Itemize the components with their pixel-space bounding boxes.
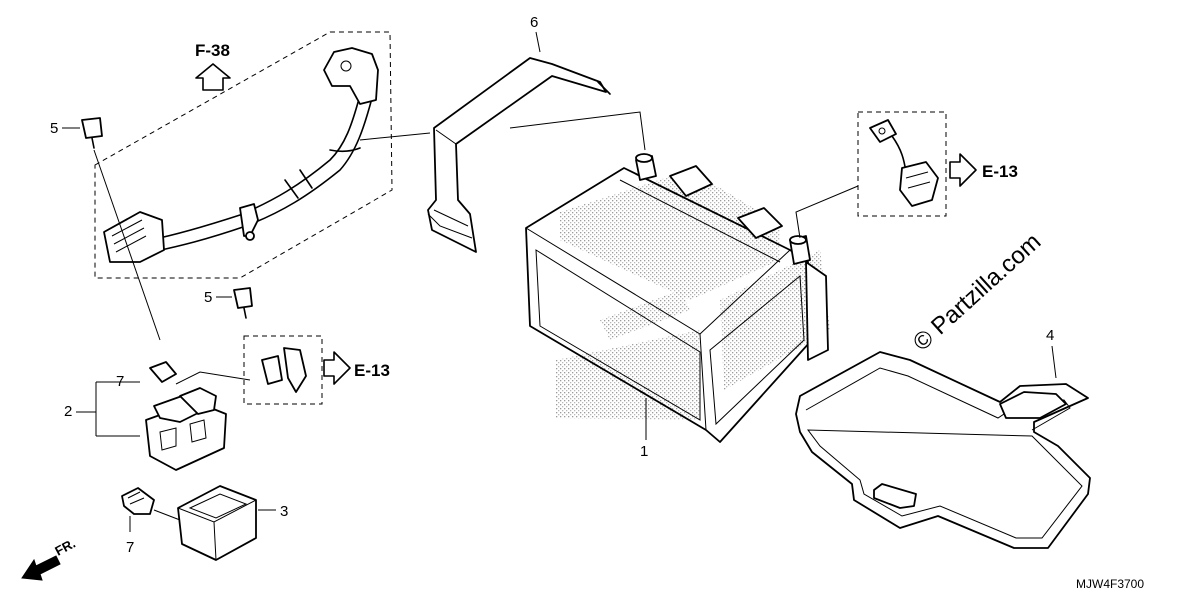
harness-dashed-box xyxy=(94,31,393,279)
upper-terminal-dashed-box xyxy=(857,111,947,217)
callout-7-lower: 7 xyxy=(126,539,134,556)
harness-eyelet-terminal xyxy=(323,47,379,105)
harness-connector xyxy=(103,211,165,263)
holder-group: 7 3 xyxy=(121,485,288,561)
bolt-icon-lower xyxy=(233,287,253,309)
up-arrow-icon xyxy=(195,63,231,91)
harness-clip xyxy=(239,203,259,237)
e13-label-upper: E-13 xyxy=(982,162,1018,181)
callout-2: 2 xyxy=(64,403,72,420)
battery-group: 1 xyxy=(525,153,830,460)
diagram-code: MJW4F3700 xyxy=(1076,577,1144,591)
harness-branch xyxy=(329,147,361,153)
battery-tray-group: 4 xyxy=(795,327,1091,549)
eyelet-hole-icon xyxy=(340,60,352,72)
e13-label-lower: E-13 xyxy=(354,361,390,380)
harness-sleeve-1 xyxy=(284,179,299,199)
battery-lid-block-2 xyxy=(737,207,783,239)
fuse-leader xyxy=(175,371,251,385)
front-label: FR. xyxy=(52,536,78,559)
tray-slot xyxy=(873,483,917,509)
upper-terminal-group xyxy=(795,111,947,239)
battery-shade-top xyxy=(560,170,780,300)
battery-shade-strip xyxy=(600,290,690,340)
battery-shade-right xyxy=(720,250,830,390)
front-direction-indicator: FR. xyxy=(21,536,78,581)
fuse-icon xyxy=(149,361,177,383)
battery-lid-block xyxy=(669,165,713,197)
clip-pin-icon xyxy=(245,231,255,241)
callout-3: 3 xyxy=(280,503,288,520)
tray-cutout-upper xyxy=(999,391,1067,419)
callout-5-upper: 5 xyxy=(50,120,58,137)
harness-cable xyxy=(149,94,361,241)
harness-leader xyxy=(359,132,431,141)
connector-pins xyxy=(111,219,147,253)
terminal-cable xyxy=(283,347,307,393)
callout-1: 1 xyxy=(640,443,648,460)
bolt-upper-leader xyxy=(93,149,161,341)
bolt-upper: 5 xyxy=(50,117,161,341)
callout-5-lower: 5 xyxy=(204,289,212,306)
front-arrow-icon xyxy=(21,555,61,581)
band-leader xyxy=(509,111,646,151)
terminal-plate xyxy=(261,355,283,385)
battery-side-plate xyxy=(805,261,829,361)
right-arrow-icon-lower xyxy=(323,351,351,385)
terminal-lug xyxy=(869,119,897,143)
harness-sleeve-2 xyxy=(299,169,313,189)
upper-terminal-leader xyxy=(795,185,859,239)
battery-shade-front xyxy=(556,330,700,420)
terminal-boot xyxy=(899,161,939,207)
e13-reference-lower[interactable]: E-13 xyxy=(323,351,390,385)
callout-4: 4 xyxy=(1046,327,1054,344)
battery-band-group: 6 xyxy=(427,14,646,253)
callout-6: 6 xyxy=(530,14,538,31)
lower-terminal-group xyxy=(243,335,323,405)
harness-cable-inner xyxy=(151,97,373,253)
band-hook xyxy=(597,81,611,95)
f38-label: F-38 xyxy=(195,41,230,60)
wire-harness-group xyxy=(94,31,393,279)
battery-band xyxy=(427,57,607,253)
f38-reference[interactable]: F-38 xyxy=(195,41,231,91)
watermark: © Partzilla.com xyxy=(908,228,1046,356)
relay-group: 2 7 xyxy=(64,361,251,471)
relay-top-2 xyxy=(179,387,217,415)
callout-7-upper: 7 xyxy=(116,373,124,390)
lower-terminal-dashed-box xyxy=(243,335,323,405)
e13-reference-upper[interactable]: E-13 xyxy=(949,153,1018,187)
right-arrow-icon-upper xyxy=(949,153,977,187)
fuse-holder-box xyxy=(177,485,257,561)
bolt-icon xyxy=(81,117,103,139)
bolt-lower: 5 xyxy=(204,287,253,319)
